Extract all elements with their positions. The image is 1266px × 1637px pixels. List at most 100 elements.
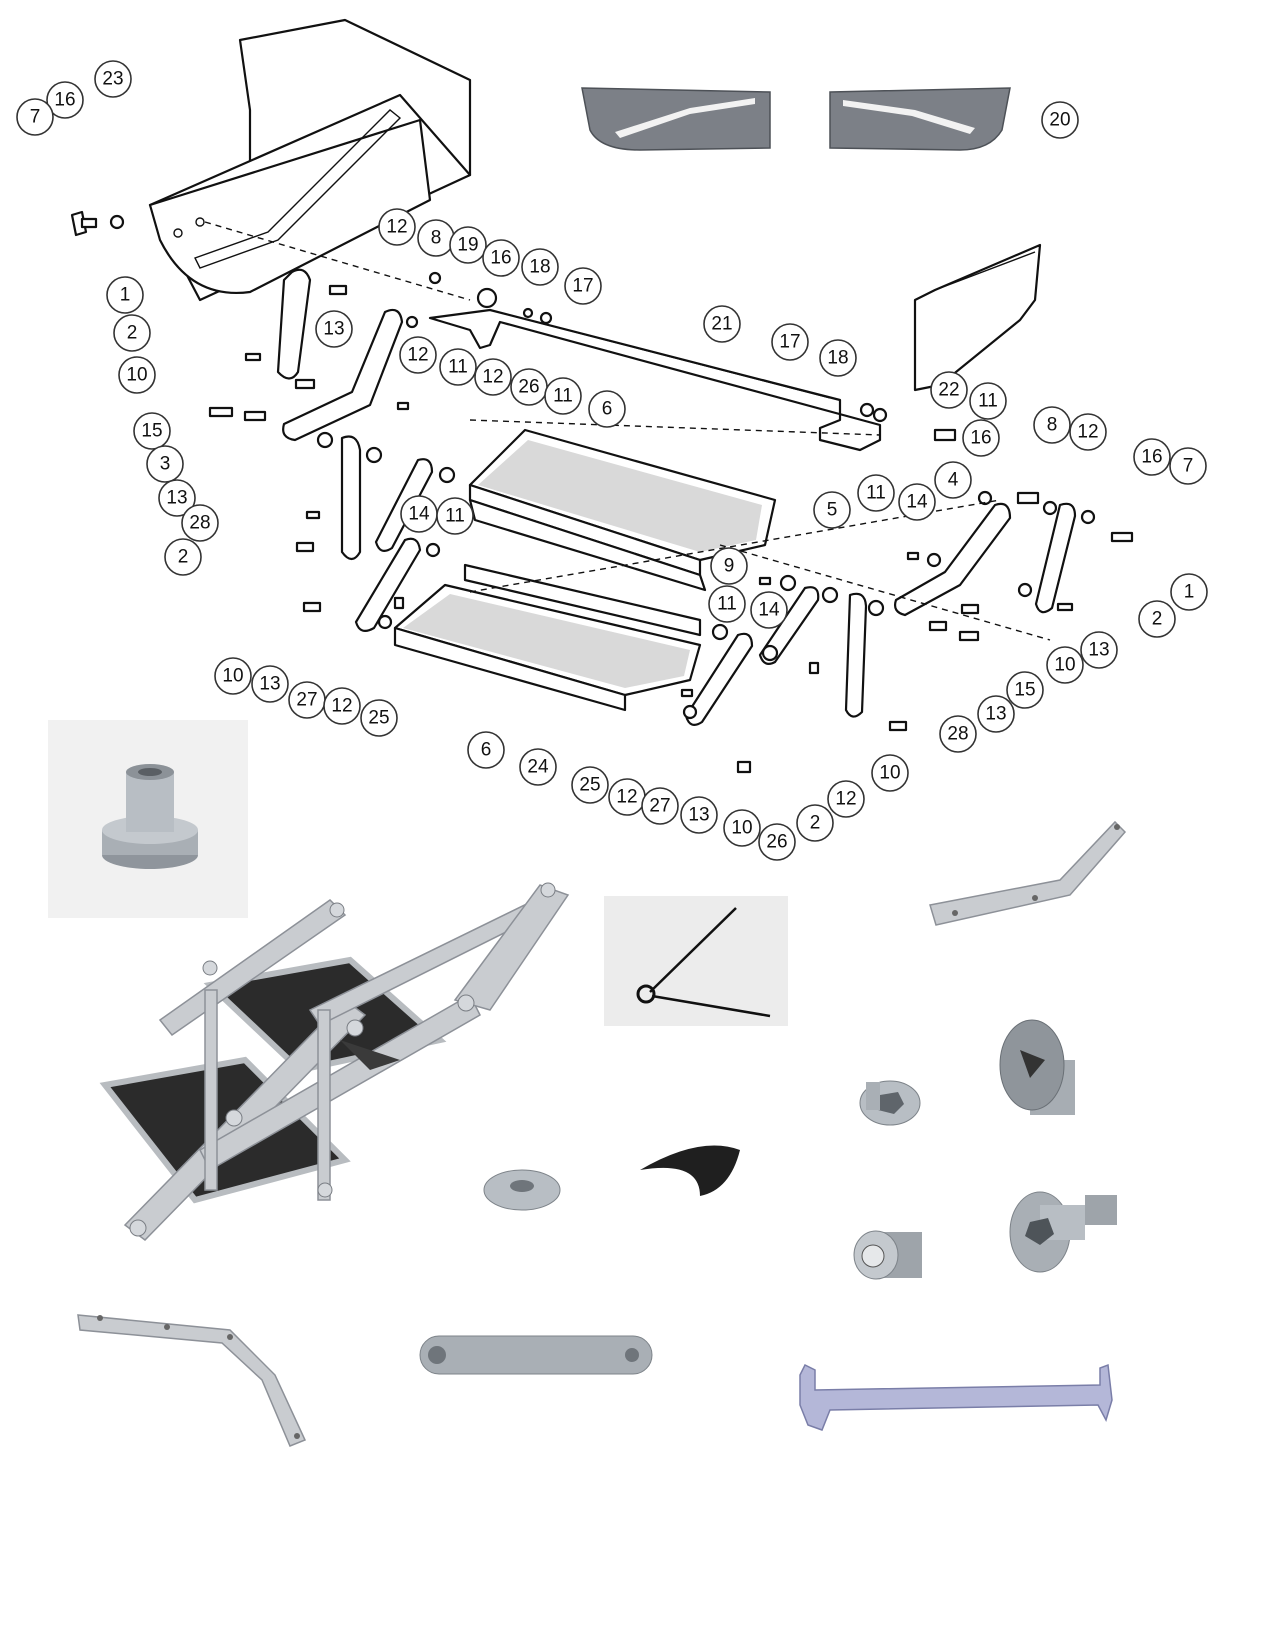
- callout-label: 27: [296, 690, 317, 711]
- part-callout: 1: [1170, 573, 1208, 611]
- part-callout: 10: [214, 657, 252, 695]
- part-callout: 11: [544, 377, 582, 415]
- callout-label: 12: [1077, 422, 1098, 443]
- part-callout: 12: [399, 336, 437, 374]
- callout-label: 13: [688, 805, 709, 826]
- angled-bracket-photo-right: [929, 820, 1127, 926]
- callout-label: 14: [408, 504, 430, 525]
- part-callout: 2: [1138, 600, 1176, 638]
- right-link-part-1: [1034, 502, 1077, 614]
- callout-circle: [360, 699, 398, 737]
- folding-step-photo: [99, 882, 570, 1241]
- part-callout: 13: [251, 665, 289, 703]
- callout-label: 2: [127, 323, 138, 344]
- callout-circle: [118, 356, 156, 394]
- callout-circle: [962, 419, 1000, 457]
- callout-label: 2: [810, 813, 821, 834]
- cross-rail-part-21: [428, 287, 882, 452]
- link-bar-photo: [419, 1335, 653, 1375]
- bracket-part-20: [913, 243, 1042, 392]
- callout-label: 14: [758, 600, 780, 621]
- callout-circle: [113, 314, 151, 352]
- part-callout: 10: [871, 754, 909, 792]
- callout-label: 13: [166, 488, 187, 509]
- callout-label: 21: [711, 314, 732, 335]
- callout-label: 15: [1014, 680, 1035, 701]
- callout-circle: [708, 585, 746, 623]
- lower-step-tread-part-6: [393, 563, 702, 712]
- callout-label: 20: [1049, 110, 1070, 131]
- callout-label: 25: [368, 708, 389, 729]
- part-callout: 12: [474, 358, 512, 396]
- part-callout: 15: [133, 412, 171, 450]
- left-link-part-1: [276, 268, 312, 380]
- callout-circle: [146, 445, 184, 483]
- callout-label: 4: [948, 470, 959, 491]
- hex-bolt-photo: [859, 1080, 921, 1126]
- part-callout: 16: [962, 419, 1000, 457]
- callout-circle: [164, 538, 202, 576]
- angled-bracket-photo-left: [77, 1314, 307, 1447]
- part-callout: 25: [571, 766, 609, 804]
- callout-circle: [977, 695, 1015, 733]
- part-callout: 12: [608, 778, 646, 816]
- part-callout: 11: [969, 382, 1007, 420]
- exploded-line-drawing: [70, 18, 1134, 774]
- callout-label: 7: [30, 107, 41, 128]
- part-callout: 1: [106, 276, 144, 314]
- ball-plunger-photo: [853, 1230, 922, 1280]
- callout-circle: [771, 323, 809, 361]
- callout-circle: [1069, 413, 1107, 451]
- callout-circle: [436, 497, 474, 535]
- part-callout: 6: [467, 731, 505, 769]
- callout-circle: [796, 804, 834, 842]
- callout-circle: [181, 504, 219, 542]
- callout-label: 16: [54, 90, 75, 111]
- shoulder-bolt-photo-bottom: [1009, 1191, 1117, 1273]
- part-callout: 18: [819, 339, 857, 377]
- rivet-nut-photo: [48, 720, 248, 918]
- callout-label: 12: [407, 345, 428, 366]
- torsion-spring-photo: [604, 896, 788, 1026]
- callout-circle: [680, 796, 718, 834]
- callout-circle: [1138, 600, 1176, 638]
- part-callout: 14: [400, 495, 438, 533]
- callout-label: 8: [1047, 415, 1058, 436]
- part-callout: 8: [1033, 406, 1071, 444]
- callout-circle: [871, 754, 909, 792]
- part-callout: 14: [750, 591, 788, 629]
- part-callout: 3: [146, 445, 184, 483]
- part-callout: 22: [930, 371, 968, 409]
- callout-circle: [827, 780, 865, 818]
- callout-circle: [710, 547, 748, 585]
- part-callout: 27: [641, 787, 679, 825]
- part-callout: 28: [939, 715, 977, 753]
- callout-label: 11: [448, 357, 468, 378]
- part-callout: 25: [360, 699, 398, 737]
- callout-label: 10: [222, 666, 243, 687]
- callout-label: 1: [120, 285, 131, 306]
- callout-circle: [474, 358, 512, 396]
- callout-circle: [133, 412, 171, 450]
- callout-label: 13: [323, 319, 344, 340]
- callout-circle: [106, 276, 144, 314]
- callout-label: 2: [178, 547, 189, 568]
- callout-circle: [813, 491, 851, 529]
- part-callout: 13: [977, 695, 1015, 733]
- shoulder-bolt-photo-top: [999, 1019, 1075, 1115]
- callout-circle: [323, 687, 361, 725]
- part-callout: 17: [771, 323, 809, 361]
- callout-label: 24: [527, 757, 549, 778]
- callout-label: 16: [970, 428, 991, 449]
- callout-label: 9: [724, 556, 735, 577]
- part-callout: 12: [827, 780, 865, 818]
- part-callout: 2: [164, 538, 202, 576]
- part-callout: 13: [315, 310, 353, 348]
- callout-label: 11: [978, 391, 998, 412]
- callout-label: 1: [1184, 582, 1195, 603]
- callout-label: 18: [529, 257, 550, 278]
- callout-circle: [819, 339, 857, 377]
- callout-circle: [723, 809, 761, 847]
- callout-label: 13: [259, 674, 280, 695]
